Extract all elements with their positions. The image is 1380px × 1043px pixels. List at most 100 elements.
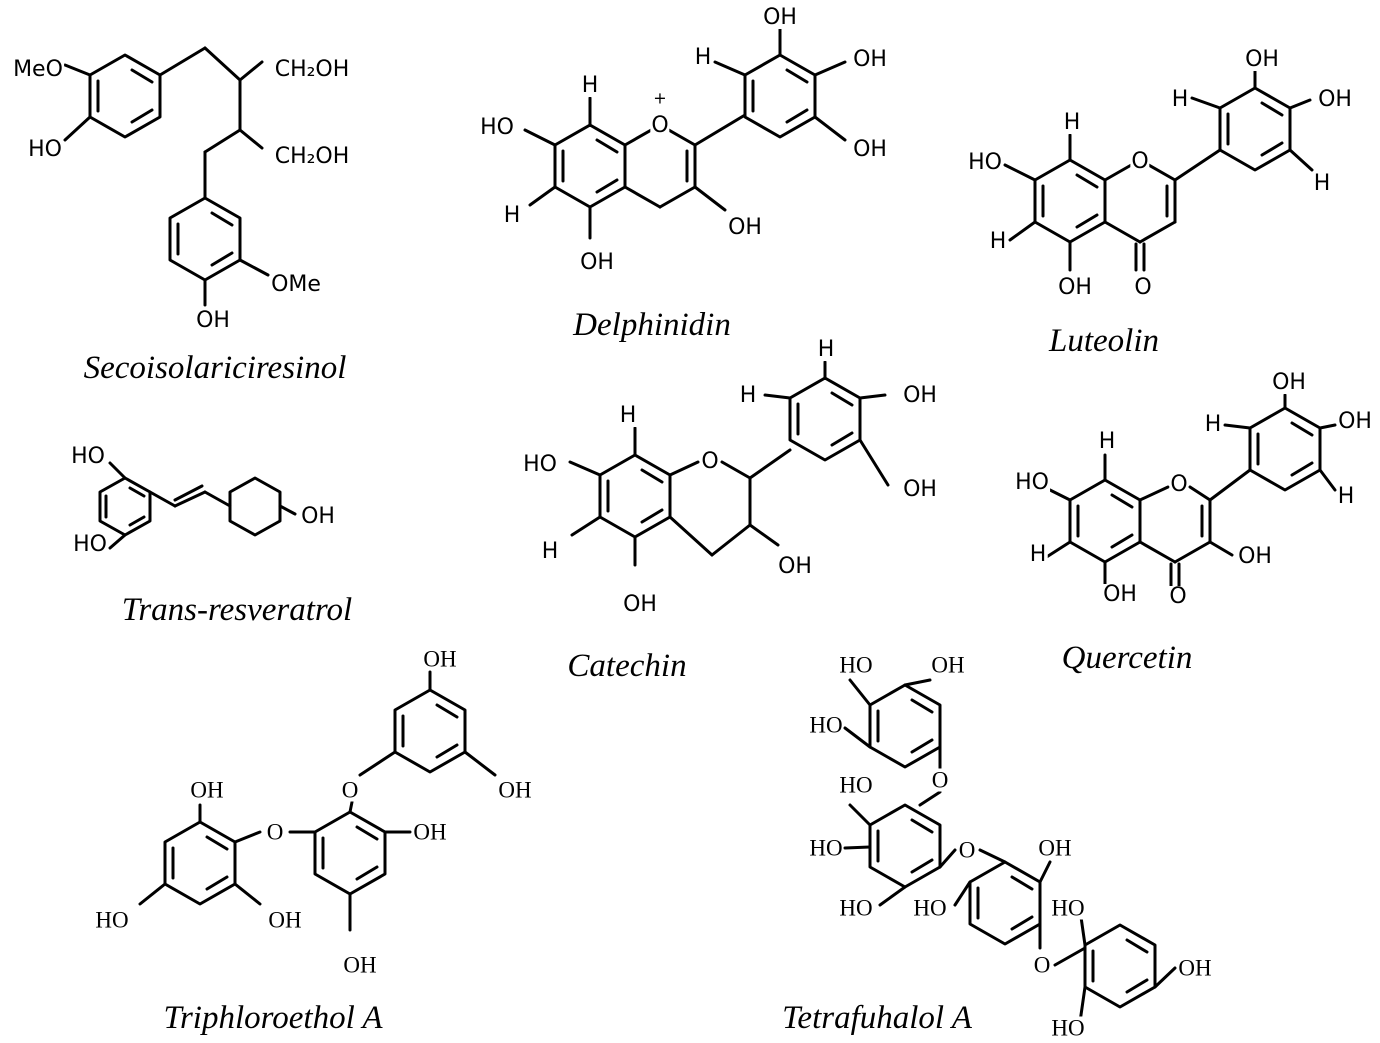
triphloroethol-a-bonds bbox=[138, 670, 497, 932]
hydroxyl-label: OH bbox=[267, 907, 303, 933]
hydroxyl-label: HO bbox=[1050, 895, 1086, 921]
hydroxyl-label: OH bbox=[1057, 275, 1093, 300]
carbonyl-oxygen-label: O bbox=[1168, 584, 1188, 609]
hydroxyl-label: OH bbox=[300, 504, 336, 529]
hydroxyl-label: HO bbox=[522, 452, 558, 477]
hydroxyl-label: OH bbox=[342, 952, 378, 978]
hydroxyl-label: HO bbox=[94, 907, 130, 933]
hydroxyl-label: HO bbox=[27, 137, 63, 162]
tetrafuhalol-a-bonds bbox=[843, 678, 1177, 1024]
ring-a bbox=[598, 453, 672, 539]
ch2oh-label: CH₂OH bbox=[273, 144, 351, 169]
hydrogen-label: H bbox=[540, 539, 560, 564]
compound-name-secoisolariciresinol: Secoisolariciresinol bbox=[83, 350, 347, 386]
positive-charge: + bbox=[653, 88, 667, 108]
hydroxyl-label: OH bbox=[1337, 409, 1373, 434]
ring-1 bbox=[868, 683, 942, 769]
ring-top bbox=[393, 688, 467, 774]
ring-4 bbox=[1083, 923, 1157, 1009]
ether-oxygen-label: O bbox=[340, 777, 360, 803]
secoisolariciresinol-bonds bbox=[63, 46, 270, 307]
hydroxyl-label: OH bbox=[622, 592, 658, 617]
hydroxyl-label: OH bbox=[762, 5, 798, 30]
hydroxyl-label: OH bbox=[902, 383, 938, 408]
oxygen-label: O bbox=[650, 113, 670, 138]
ring-a bbox=[88, 53, 162, 139]
hydroxyl-label: OH bbox=[1271, 370, 1307, 395]
oxygen-label: O bbox=[1130, 149, 1150, 174]
compound-name-trans-resveratrol: Trans-resveratrol bbox=[121, 592, 353, 628]
compound-name-delphinidin: Delphinidin bbox=[573, 307, 731, 343]
hydroxyl-label: HO bbox=[70, 444, 106, 469]
ether-oxygen-label: O bbox=[265, 819, 285, 845]
hydrogen-label: H bbox=[738, 383, 758, 408]
hydrogen-label: H bbox=[816, 337, 836, 362]
compound-name-luteolin: Luteolin bbox=[1048, 323, 1160, 359]
ether-oxygen-label: O bbox=[957, 837, 977, 863]
hydrogen-label: H bbox=[1312, 171, 1332, 196]
ring-b bbox=[1248, 406, 1322, 492]
hydroxyl-label: OH bbox=[852, 137, 888, 162]
hydroxyl-label: OH bbox=[1177, 955, 1213, 981]
compound-name-triphloroethol-a: Triphloroethol A bbox=[163, 1000, 383, 1036]
hydroxyl-label: OH bbox=[902, 477, 938, 502]
hydrogen-label: H bbox=[502, 203, 522, 228]
delphinidin-bonds bbox=[523, 23, 847, 240]
hydroxyl-label: OH bbox=[777, 554, 813, 579]
hydrogen-label: H bbox=[1170, 87, 1190, 112]
ring-2 bbox=[868, 803, 942, 889]
ring-b bbox=[228, 476, 282, 537]
hydroxyl-label: OH bbox=[1244, 47, 1280, 72]
hydroxyl-label: HO bbox=[479, 115, 515, 140]
hydroxyl-label: HO bbox=[72, 532, 108, 557]
ch2oh-label: CH₂OH bbox=[273, 57, 351, 82]
trans-resveratrol-bonds bbox=[98, 461, 297, 550]
ring-b bbox=[788, 376, 862, 462]
hydroxyl-label: OH bbox=[1317, 87, 1353, 112]
hydrogen-label: H bbox=[580, 73, 600, 98]
hydrogen-label: H bbox=[1336, 484, 1356, 509]
hydroxyl-label: OH bbox=[579, 250, 615, 275]
hydrogen-label: H bbox=[1028, 542, 1048, 567]
ether-oxygen-label: O bbox=[930, 767, 950, 793]
carbonyl-oxygen-label: O bbox=[1133, 275, 1153, 300]
ether-oxygen-label: O bbox=[1032, 952, 1052, 978]
hydroxyl-label: OH bbox=[195, 308, 231, 333]
hydroxyl-label: HO bbox=[1050, 1015, 1086, 1041]
hydroxyl-label: HO bbox=[838, 652, 874, 678]
meo-label: MeO bbox=[12, 57, 64, 82]
luteolin-bonds bbox=[1003, 68, 1314, 272]
ring-middle bbox=[313, 810, 387, 896]
hydrogen-label: H bbox=[693, 45, 713, 70]
hydroxyl-label: OH bbox=[422, 646, 458, 672]
hydroxyl-label: HO bbox=[1014, 470, 1050, 495]
hydroxyl-label: HO bbox=[838, 895, 874, 921]
hydroxyl-label: HO bbox=[808, 712, 844, 738]
catechin-bonds bbox=[568, 360, 890, 567]
hydroxyl-label: OH bbox=[1037, 835, 1073, 861]
hydroxyl-label: HO bbox=[838, 772, 874, 798]
hydroxyl-label: OH bbox=[1237, 544, 1273, 569]
hydroxyl-label: OH bbox=[930, 652, 966, 678]
ome-label: OMe bbox=[270, 272, 322, 297]
ring-b bbox=[168, 196, 242, 282]
quercetin-bonds bbox=[1040, 393, 1337, 590]
hydroxyl-label: OH bbox=[412, 819, 448, 845]
ring-left bbox=[163, 820, 237, 906]
hydroxyl-label: OH bbox=[189, 777, 225, 803]
compound-name-tetrafuhalol-a: Tetrafuhalol A bbox=[782, 1000, 972, 1036]
compound-name-catechin: Catechin bbox=[567, 648, 687, 684]
hydroxyl-label: OH bbox=[852, 47, 888, 72]
hydroxyl-label: OH bbox=[1102, 582, 1138, 607]
hydrogen-label: H bbox=[988, 229, 1008, 254]
oxygen-label: O bbox=[700, 449, 720, 474]
hydroxyl-label: HO bbox=[808, 835, 844, 861]
ring-3 bbox=[968, 860, 1042, 946]
hydrogen-label: H bbox=[1062, 110, 1082, 135]
oxygen-label: O bbox=[1169, 472, 1189, 497]
ring-a bbox=[553, 123, 627, 209]
hydroxyl-label: HO bbox=[967, 150, 1003, 175]
hydroxyl-label: OH bbox=[727, 215, 763, 240]
